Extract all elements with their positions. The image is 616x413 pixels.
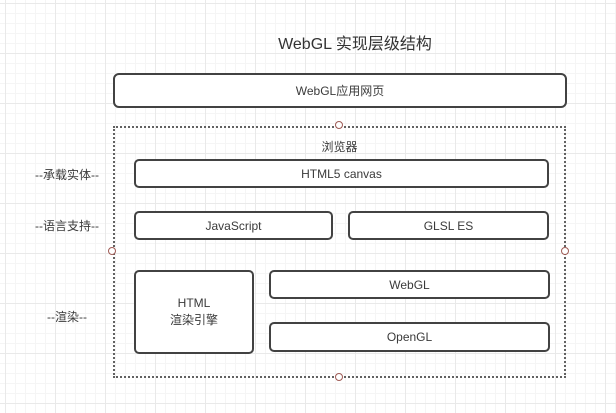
box-webgl-app-page[interactable]: WebGL应用网页 xyxy=(113,73,567,108)
connection-handle-top-icon[interactable] xyxy=(335,121,343,129)
side-label-render: --渲染-- xyxy=(47,310,87,324)
box-opengl[interactable]: OpenGL xyxy=(269,322,550,352)
box-webgl[interactable]: WebGL xyxy=(269,270,550,299)
side-label-host-entity: --承载实体-- xyxy=(35,168,99,182)
box-html5-canvas[interactable]: HTML5 canvas xyxy=(134,159,549,188)
box-html-render-engine-label: HTML 渲染引擎 xyxy=(169,296,218,327)
box-glsl-es-label: GLSL ES xyxy=(423,218,474,233)
browser-group-container[interactable]: 浏览器 HTML5 canvas JavaScript GLSL ES HTML… xyxy=(113,126,566,378)
box-javascript[interactable]: JavaScript xyxy=(134,211,333,240)
diagram-title: WebGL 实现层级结构 xyxy=(278,36,432,53)
box-html5-canvas-label: HTML5 canvas xyxy=(301,166,382,181)
box-html-render-engine[interactable]: HTML 渲染引擎 xyxy=(134,270,254,354)
connection-handle-left-icon[interactable] xyxy=(108,247,116,255)
browser-group-label: 浏览器 xyxy=(321,140,358,154)
side-label-language-support: --语言支持-- xyxy=(35,219,99,233)
box-opengl-label: OpenGL xyxy=(386,330,433,344)
connection-handle-right-icon[interactable] xyxy=(561,247,569,255)
box-webgl-app-page-label: WebGL应用网页 xyxy=(295,84,385,98)
connection-handle-bottom-icon[interactable] xyxy=(335,373,343,381)
box-javascript-label: JavaScript xyxy=(205,218,262,233)
box-webgl-label: WebGL xyxy=(389,277,430,292)
box-glsl-es[interactable]: GLSL ES xyxy=(348,211,549,240)
